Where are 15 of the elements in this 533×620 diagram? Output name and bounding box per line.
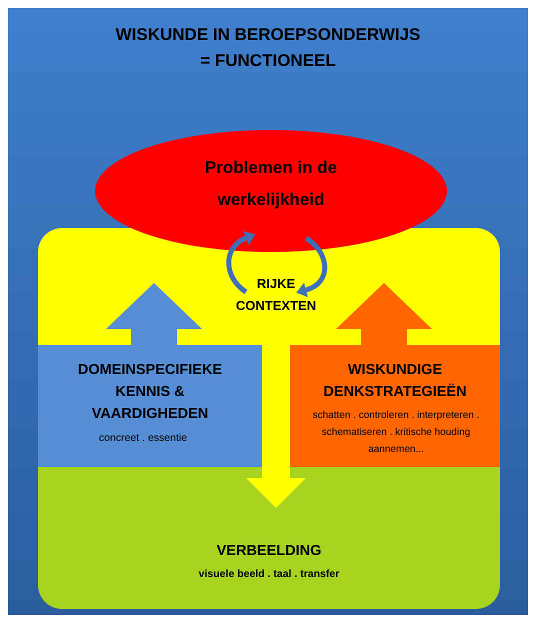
strategy-box (290, 345, 500, 467)
diagram-title: WISKUNDE IN BEROEPSONDERWIJS = FUNCTIONEEL (115, 24, 421, 72)
node-heading: VERBEELDING (216, 542, 322, 561)
visualisation-box (38, 467, 500, 609)
node-description: schatten . controleren . interpreteren . schematiseren . kritische houding aannemen... (312, 409, 480, 457)
knowledge-box (38, 345, 262, 467)
node-description: concreet . essentie (98, 431, 188, 445)
block-arrow (106, 283, 202, 345)
node-heading: DOMEINSPECIFIEKE KENNIS & VAARDIGHEDEN (76, 361, 224, 424)
node-heading: WISKUNDIGE DENKSTRATEGIEËN (322, 361, 468, 402)
node-heading: RIJKE CONTEXTEN (234, 275, 318, 315)
block-arrow (336, 283, 432, 345)
node-description: visuele beeld . taal . transfer (198, 567, 340, 581)
curved-arrow (226, 231, 255, 294)
node-heading: Problemen in de werkelijkheid (204, 157, 338, 211)
